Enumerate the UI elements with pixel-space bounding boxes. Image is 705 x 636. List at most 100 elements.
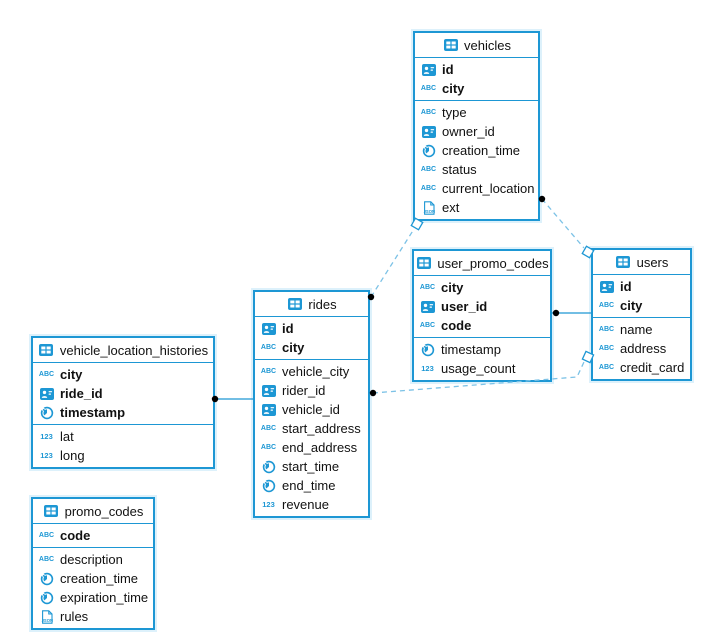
- entity-user-promo-codes-header[interactable]: user_promo_codes: [414, 251, 550, 276]
- field-row[interactable]: ABC city: [33, 365, 213, 384]
- text-type-icon: ABC: [420, 166, 437, 173]
- field-name: rider_id: [282, 383, 326, 398]
- primary-key-section: ABC code: [33, 524, 153, 547]
- field-name: end_address: [282, 440, 358, 455]
- field-name: current_location: [442, 181, 535, 196]
- relation-vehicles-users: [541, 198, 585, 249]
- timestamp-type-icon: [260, 479, 277, 493]
- field-name: code: [60, 528, 91, 543]
- field-row[interactable]: 123 revenue: [255, 495, 368, 514]
- field-name: description: [60, 552, 123, 567]
- uuid-type-icon: [38, 388, 55, 400]
- field-row[interactable]: ABC start_address: [255, 419, 368, 438]
- entity-promo-codes[interactable]: promo_codes ABC code ABC description cre…: [31, 497, 155, 630]
- entity-users[interactable]: users id ABC city ABC name ABC address A…: [591, 248, 692, 381]
- field-row[interactable]: timestamp: [414, 340, 550, 359]
- field-name: city: [620, 298, 643, 313]
- columns-section: timestamp 123 usage_count: [414, 337, 550, 380]
- text-type-icon: ABC: [420, 85, 437, 92]
- field-row[interactable]: ABC city: [593, 296, 690, 315]
- entity-vehicle-location-histories[interactable]: vehicle_location_histories ABC city ride…: [31, 336, 215, 469]
- uuid-type-icon: [420, 126, 437, 138]
- field-name: expiration_time: [60, 590, 149, 605]
- field-row[interactable]: ABC vehicle_city: [255, 362, 368, 381]
- field-row[interactable]: ABC end_address: [255, 438, 368, 457]
- field-row[interactable]: start_time: [255, 457, 368, 476]
- field-name: city: [60, 367, 83, 382]
- columns-section: ABC vehicle_city rider_id vehicle_id ABC…: [255, 359, 368, 516]
- uuid-type-icon: [260, 385, 277, 397]
- field-row[interactable]: ABC current_location: [415, 179, 538, 198]
- field-name: timestamp: [441, 342, 501, 357]
- entity-users-header[interactable]: users: [593, 250, 690, 275]
- primary-key-section: ABC city user_id ABC code: [414, 276, 550, 337]
- timestamp-type-icon: [420, 144, 437, 158]
- entity-vehicles-header[interactable]: vehicles: [415, 33, 538, 58]
- text-type-icon: ABC: [260, 444, 277, 451]
- field-name: city: [442, 81, 465, 96]
- relation-dot-endpoint: [552, 309, 560, 317]
- json-type-icon: [420, 201, 437, 215]
- field-row[interactable]: ABC status: [415, 160, 538, 179]
- field-row[interactable]: ABC city: [414, 278, 550, 297]
- field-row[interactable]: 123 long: [33, 446, 213, 465]
- field-name: usage_count: [441, 361, 516, 376]
- field-row[interactable]: ABC code: [33, 526, 153, 545]
- field-row[interactable]: expiration_time: [33, 588, 153, 607]
- entity-promo-codes-header[interactable]: promo_codes: [33, 499, 153, 524]
- field-row[interactable]: owner_id: [415, 122, 538, 141]
- field-name: long: [60, 448, 85, 463]
- field-row[interactable]: ABC city: [415, 79, 538, 98]
- field-row[interactable]: rules: [33, 607, 153, 626]
- field-row[interactable]: timestamp: [33, 403, 213, 422]
- field-row[interactable]: id: [593, 277, 690, 296]
- field-name: name: [620, 322, 653, 337]
- entity-user-promo-codes[interactable]: user_promo_codes ABC city user_id ABC co…: [412, 249, 552, 382]
- field-row[interactable]: ride_id: [33, 384, 213, 403]
- field-row[interactable]: 123 lat: [33, 427, 213, 446]
- field-row[interactable]: id: [415, 60, 538, 79]
- field-name: revenue: [282, 497, 329, 512]
- field-row[interactable]: user_id: [414, 297, 550, 316]
- entity-vehicle-location-histories-header[interactable]: vehicle_location_histories: [33, 338, 213, 363]
- columns-section: 123 lat 123 long: [33, 424, 213, 467]
- timestamp-type-icon: [38, 572, 55, 586]
- field-row[interactable]: ABC code: [414, 316, 550, 335]
- field-row[interactable]: ABC description: [33, 550, 153, 569]
- field-row[interactable]: vehicle_id: [255, 400, 368, 419]
- field-name: start_address: [282, 421, 361, 436]
- field-name: user_id: [441, 299, 488, 314]
- field-row[interactable]: ABC name: [593, 320, 690, 339]
- columns-section: ABC description creation_time expiration…: [33, 547, 153, 628]
- columns-section: ABC name ABC address ABC credit_card: [593, 317, 690, 379]
- number-type-icon: 123: [262, 499, 275, 509]
- field-row[interactable]: creation_time: [33, 569, 153, 588]
- field-row[interactable]: ABC type: [415, 103, 538, 122]
- field-name: lat: [60, 429, 74, 444]
- table-icon: [286, 298, 303, 310]
- text-type-icon: ABC: [419, 284, 436, 291]
- entity-rides[interactable]: rides id ABC city ABC vehicle_city rider…: [253, 290, 370, 518]
- field-row[interactable]: ext: [415, 198, 538, 217]
- entity-rides-header[interactable]: rides: [255, 292, 368, 317]
- field-row[interactable]: end_time: [255, 476, 368, 495]
- field-row[interactable]: 123 usage_count: [414, 359, 550, 378]
- field-row[interactable]: ABC city: [255, 338, 368, 357]
- field-name: rules: [60, 609, 89, 624]
- text-type-icon: ABC: [598, 302, 615, 309]
- text-type-icon: ABC: [598, 326, 615, 333]
- field-row[interactable]: rider_id: [255, 381, 368, 400]
- relation-rides-vehicles: [370, 228, 415, 298]
- primary-key-section: id ABC city: [415, 58, 538, 100]
- field-name: status: [442, 162, 477, 177]
- field-row[interactable]: creation_time: [415, 141, 538, 160]
- table-icon: [415, 257, 432, 269]
- entity-vehicles[interactable]: vehicles id ABC city ABC type owner_id: [413, 31, 540, 221]
- text-type-icon: ABC: [598, 364, 615, 371]
- uuid-type-icon: [598, 281, 615, 293]
- field-row[interactable]: ABC credit_card: [593, 358, 690, 377]
- field-row[interactable]: id: [255, 319, 368, 338]
- timestamp-type-icon: [38, 591, 55, 605]
- field-row[interactable]: ABC address: [593, 339, 690, 358]
